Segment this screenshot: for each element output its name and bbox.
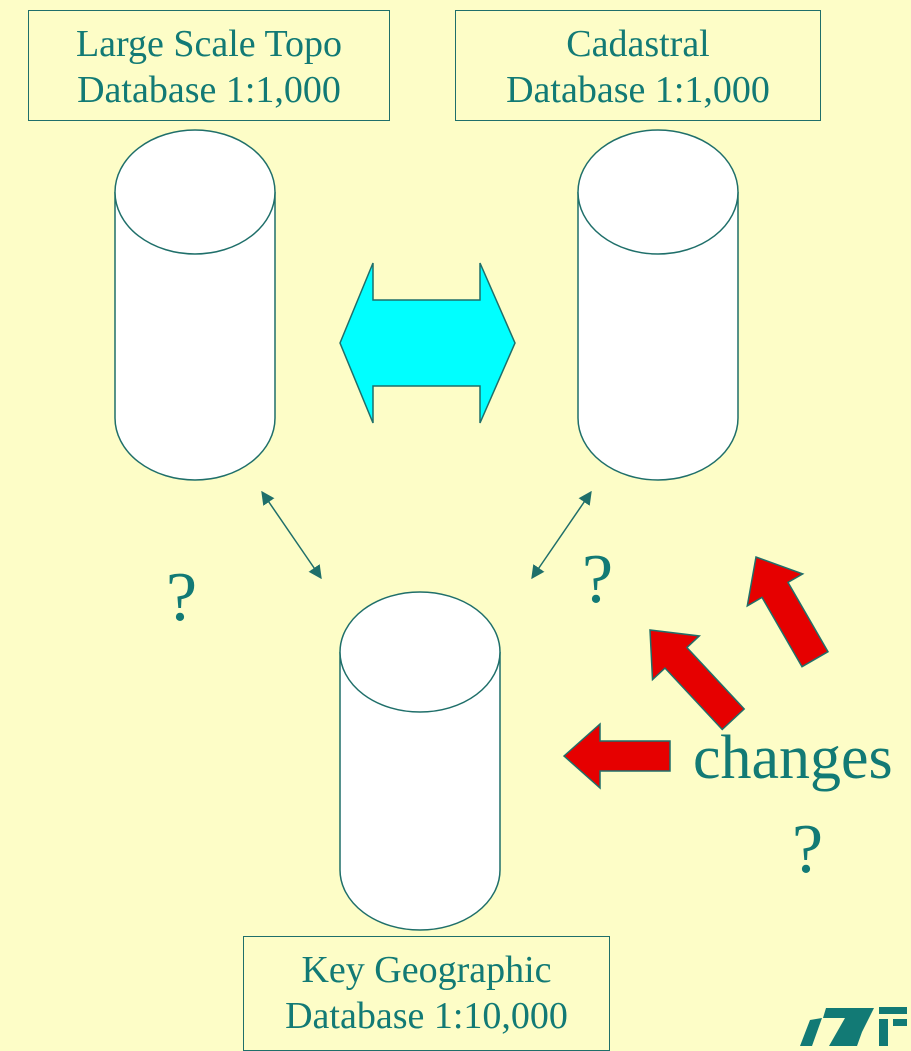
key-geographic-database-label: Key Geographic Database 1:10,000 (243, 936, 610, 1051)
change-arrow-upper-left (649, 629, 746, 731)
question-mark-changes: ? (792, 811, 824, 888)
question-mark-left: ? (166, 559, 198, 636)
cadastral-label-line2: Database 1:1,000 (506, 69, 770, 111)
exchange-double-arrow (339, 262, 516, 424)
cadastral-key-link-arrow (531, 490, 592, 580)
slide-logo (800, 1007, 907, 1046)
change-arrow-left (562, 722, 671, 790)
cadastral-database-cylinder (577, 129, 739, 481)
cadastral-label-line1: Cadastral (566, 23, 710, 65)
change-arrow-up (746, 555, 830, 668)
topo-database-cylinder (114, 129, 276, 481)
topo-label-line1: Large Scale Topo (75, 23, 343, 65)
question-mark-right: ? (582, 541, 614, 618)
topo-label-line2: Database 1:1,000 (77, 69, 341, 111)
changes-label: changes (693, 724, 893, 792)
topo-key-link-arrow (261, 490, 322, 580)
topo-database-label: Large Scale Topo Database 1:1,000 (28, 10, 390, 121)
cadastral-database-label: Cadastral Database 1:1,000 (455, 10, 821, 121)
key-geographic-label-line1: Key Geographic (301, 949, 552, 991)
key-geographic-database-cylinder (339, 591, 501, 931)
key-geographic-label-line2: Database 1:10,000 (285, 995, 568, 1037)
